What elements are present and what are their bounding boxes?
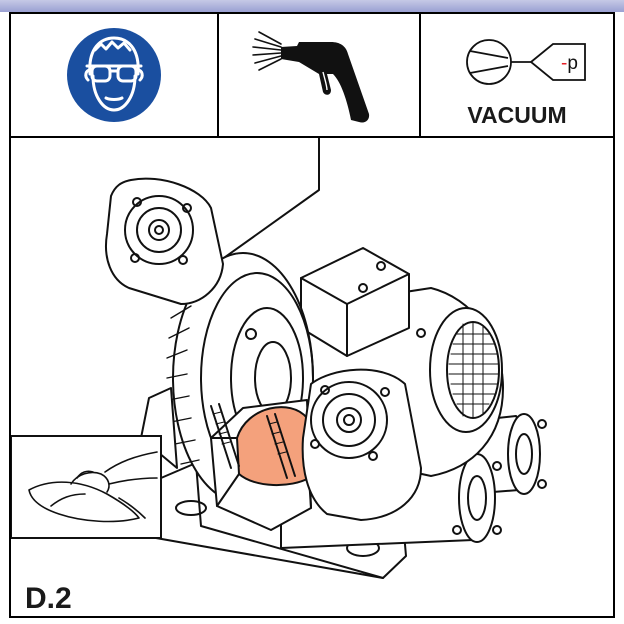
p-letter: p xyxy=(567,53,578,74)
vacuum-pump-symbol-icon: -p xyxy=(466,39,586,85)
hair-outline xyxy=(93,40,132,52)
head-outline xyxy=(88,36,140,76)
threaded-rods xyxy=(210,403,296,479)
pump-circle xyxy=(466,39,512,85)
pressure-symbol: -p xyxy=(561,53,578,74)
step-label: D.2 xyxy=(25,582,72,615)
header-cell-vacuum: -p VACUUM xyxy=(421,14,613,138)
air-blow-gun-icon xyxy=(252,31,370,123)
pump-tangent-lines xyxy=(469,50,509,74)
cleaning-cloth-icon xyxy=(28,451,158,523)
base-mounting-hole-left xyxy=(175,500,207,516)
goggles-badge xyxy=(67,28,161,122)
instruction-frame: -p VACUUM xyxy=(9,12,615,618)
blower-assembly-illustration xyxy=(11,138,547,579)
header-cell-goggles xyxy=(11,14,219,138)
leader-line xyxy=(220,138,320,261)
safety-goggles-icon xyxy=(67,28,161,122)
top-color-bar xyxy=(0,0,624,12)
vacuum-gauge-outline xyxy=(529,43,586,81)
air-spray-lines xyxy=(252,31,282,71)
inset-cleaning xyxy=(11,435,162,539)
vacuum-label: VACUUM xyxy=(467,102,567,128)
mouth-outline xyxy=(104,96,124,101)
motor-fan-cover xyxy=(429,307,503,433)
port-right xyxy=(507,413,541,495)
header-cell-air-gun xyxy=(219,14,421,138)
face-outline xyxy=(91,74,137,112)
minus-sign: - xyxy=(561,53,567,74)
port-front xyxy=(458,453,496,543)
